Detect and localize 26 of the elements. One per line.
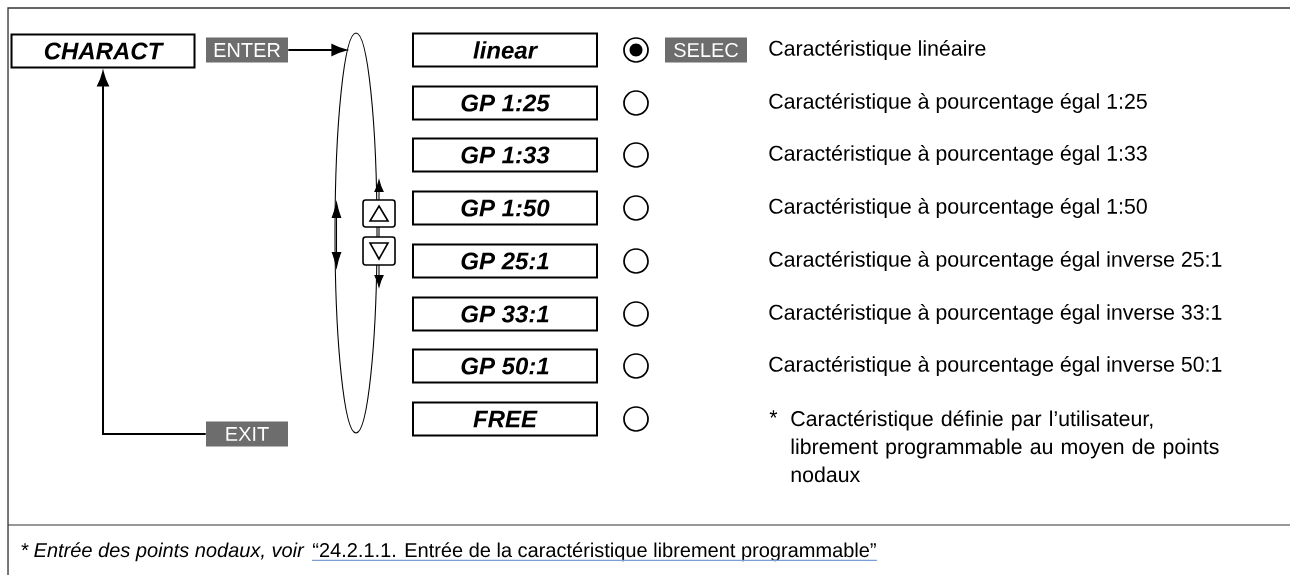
description-text: Caractéristique linéaire: [769, 39, 986, 61]
option-box: GP 1:25: [412, 85, 598, 121]
option-box: GP 1:50: [412, 190, 598, 226]
option-box: GP 50:1: [412, 348, 598, 384]
description-text: Caractéristique à pourcentage égal inverse 33:1: [769, 303, 1222, 325]
option-box: GP 25:1: [412, 243, 598, 279]
description-text: Caractéristique à pourcentage égal inverse 50:1: [769, 355, 1222, 377]
description-text: Caractéristique définie par l’utilisateur, librement programmable au moyen de points nodaux: [791, 410, 1219, 483]
description-text: Caractéristique à pourcentage égal inverse 25:1: [769, 250, 1222, 272]
description-text: Caractéristique à pourcentage égal 1:25: [769, 92, 1147, 114]
footnote-text: * Entrée des points nodaux, voir: [21, 542, 305, 562]
option-box: linear: [412, 32, 598, 68]
description-text: Caractéristique à pourcentage égal 1:33: [769, 144, 1147, 166]
option-box: FREE: [412, 401, 598, 437]
footnote-mark: *: [769, 410, 778, 418]
option-box: GP 1:33: [412, 137, 598, 173]
key-label: EXIT: [206, 421, 288, 447]
key-label: SELEC: [665, 37, 747, 63]
arrow: [97, 71, 207, 435]
option-box: GP 33:1: [412, 296, 598, 332]
selection-loop: [334, 32, 378, 434]
key-label: ENTER: [206, 37, 288, 63]
arrow: [287, 44, 347, 56]
menu-box: CHARACT: [10, 33, 196, 69]
cross-reference-link: “24.2.1.1. Entrée de la caractéristique librement programmable”: [311, 542, 878, 562]
description-text: Caractéristique à pourcentage égal 1:50: [769, 197, 1147, 219]
